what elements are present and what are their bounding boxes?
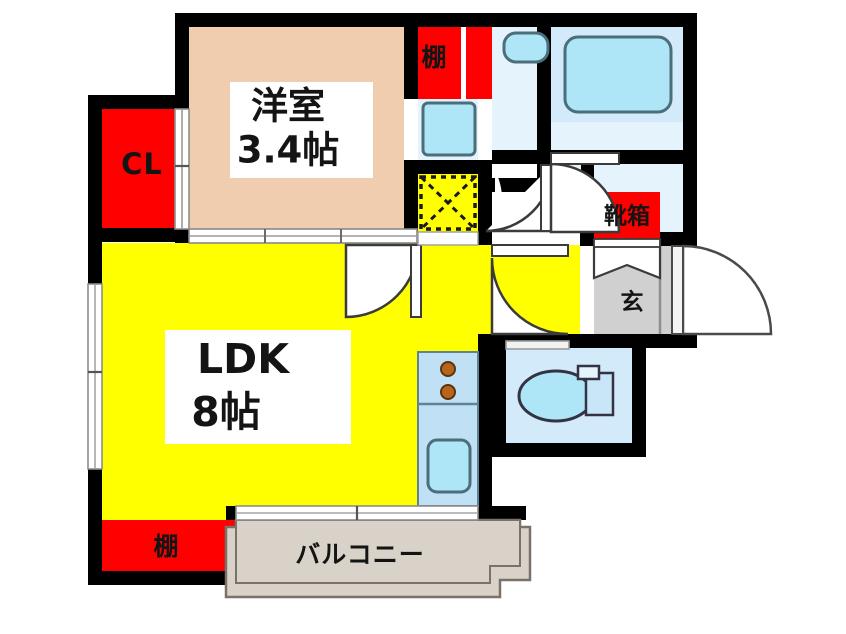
window-ldk-left[interactable]: [87, 283, 103, 470]
balcony-label: バルコニー: [295, 540, 425, 569]
sliding-door-closet[interactable]: [174, 108, 190, 230]
door-bathroom[interactable]: [549, 152, 621, 234]
closet-label: CL: [121, 147, 163, 181]
storage-shelf-top[interactable]: [418, 27, 461, 99]
washbasin-small: [502, 31, 550, 64]
ldk-label-plate: [165, 330, 351, 444]
stove-burners: [440, 361, 456, 400]
ldk-name-label: LDK: [197, 335, 291, 383]
bathtub-fixture: [563, 35, 673, 114]
bedroom-name-label: 洋室: [251, 85, 325, 128]
bedroom-size-label: 3.4帖: [237, 129, 340, 172]
shelf-bottom-label: 棚: [153, 532, 178, 561]
kitchen-sink: [426, 438, 472, 494]
shoe-box-label: 靴箱: [604, 203, 650, 230]
washing-machine-space[interactable]: [418, 174, 478, 232]
door-entrance[interactable]: [671, 244, 773, 336]
sliding-door-bedroom-ldk[interactable]: [188, 228, 418, 244]
vanity-sink: [421, 101, 477, 157]
pipe-shaft-opening: [417, 231, 479, 246]
genkan-label: 玄: [621, 289, 644, 316]
storage-shelf-top-b[interactable]: [466, 27, 492, 99]
window-balcony-sliding[interactable]: [235, 505, 479, 521]
toilet-door-opening[interactable]: [505, 340, 570, 350]
door-ldk-hall[interactable]: [344, 243, 422, 319]
ldk-size-label: 8帖: [191, 388, 261, 436]
shelf-top-label: 棚: [421, 43, 446, 72]
balcony[interactable]: [224, 518, 532, 599]
genkan-closet-doors[interactable]: [592, 238, 662, 280]
bedroom-label-plate: [230, 82, 373, 178]
door-hall-living[interactable]: [490, 244, 569, 336]
toilet-fixture: [517, 364, 615, 423]
door-powder-room[interactable]: [485, 163, 554, 233]
storage-shelf-bottom[interactable]: [102, 520, 238, 571]
